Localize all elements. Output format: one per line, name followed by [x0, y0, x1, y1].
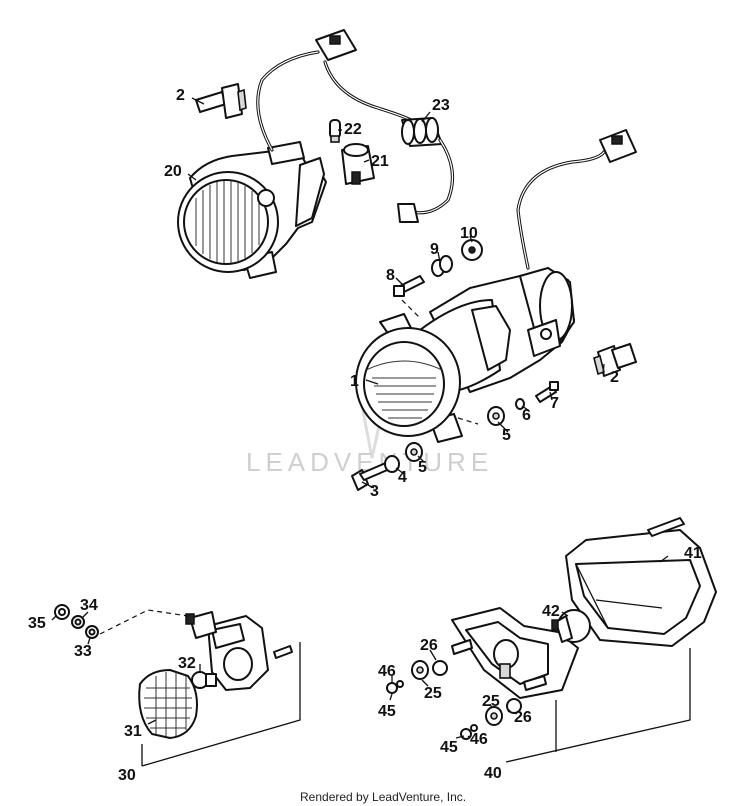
connector-plug-top-pin: [329, 35, 341, 45]
tail-light-stud-upper: [451, 639, 473, 655]
label-part-2: 2: [176, 87, 185, 104]
label-part-45-upper: 45: [378, 703, 396, 720]
label-part-2-right: 2: [610, 369, 619, 386]
leader-5-dashed: [457, 417, 479, 425]
label-part-34: 34: [80, 597, 98, 614]
spacer-26-upper: [432, 660, 448, 676]
wiring-harness-23: [323, 60, 455, 223]
label-part-5-upper: 5: [502, 427, 511, 444]
headlight-20-lens-pattern: [195, 181, 260, 263]
label-part-45-lower: 45: [440, 739, 458, 756]
harness-23-terminal: [397, 203, 419, 223]
washer-45-lower: [470, 724, 478, 732]
washer-33: [85, 625, 99, 639]
label-part-10: 10: [460, 225, 478, 242]
bracket-30: [141, 642, 301, 767]
connector-plug-top: [315, 29, 357, 61]
label-part-26-lower: 26: [514, 709, 532, 726]
headlight-1-lens-pattern: [365, 360, 443, 419]
headlight-20-lens: [183, 179, 269, 265]
spacer-26-lower: [506, 698, 522, 714]
bushing-5-upper: [487, 406, 505, 426]
part-labels: 2 20 22 21 23 10 9 8 1 2 7 6 5 5 4 3 34 …: [28, 87, 702, 784]
footer-caption: Rendered by LeadVenture, Inc.: [300, 790, 466, 804]
label-part-22: 22: [344, 121, 362, 138]
turn-signal-stem: [189, 611, 217, 639]
screw-7: [535, 381, 559, 403]
socket-21: [341, 143, 375, 185]
label-part-8: 8: [386, 267, 395, 284]
grommet-10: [461, 239, 483, 261]
label-part-25-lower: 25: [482, 693, 500, 710]
tail-light-stud-lower: [523, 675, 547, 691]
label-part-5-lower: 5: [418, 459, 427, 476]
label-part-46-lower: 46: [470, 731, 488, 748]
label-part-1: 1: [350, 373, 359, 390]
tail-light-screw: [647, 517, 685, 537]
label-part-42: 42: [542, 603, 560, 620]
label-part-20: 20: [164, 163, 182, 180]
leader-8-dashed: [401, 299, 421, 319]
turn-signal-30: [138, 611, 293, 739]
bolt-3: [351, 461, 393, 491]
headlight-20-adjuster: [257, 189, 275, 207]
headlight-20-mount-top: [267, 141, 305, 165]
washer-45-upper: [396, 680, 404, 688]
label-part-32: 32: [178, 655, 196, 672]
label-part-25-upper: 25: [424, 685, 442, 702]
bulb-22: [329, 119, 341, 143]
label-part-33: 33: [74, 643, 92, 660]
bulb-2-upper: [195, 83, 247, 119]
label-part-3: 3: [370, 483, 379, 500]
washer-34: [71, 615, 85, 629]
label-part-7: 7: [550, 395, 559, 412]
bulb-2-right: [593, 343, 637, 377]
leader-lines: [51, 97, 669, 739]
turn-signal-screw: [273, 645, 293, 659]
lens-31-texture: [144, 672, 192, 736]
spring-9: [431, 255, 453, 277]
headlight-20-bracket: [295, 157, 325, 227]
label-part-26-upper: 26: [420, 637, 438, 654]
label-part-31: 31: [124, 723, 142, 740]
wiring-harness-20: [256, 29, 357, 152]
bracket-40: [505, 648, 691, 763]
connector-plug-right: [599, 129, 637, 163]
label-part-4: 4: [398, 469, 407, 486]
label-part-35: 35: [28, 615, 46, 632]
tail-light-40: [451, 517, 717, 699]
adjuster-screw-8: [393, 275, 425, 297]
headlight-1-barrel-rib: [471, 305, 511, 371]
label-part-41: 41: [684, 545, 702, 562]
label-part-23: 23: [432, 97, 450, 114]
label-part-40: 40: [484, 765, 502, 782]
nut-46-upper: [386, 682, 398, 694]
headlight-20: [177, 141, 327, 279]
label-part-46-upper: 46: [378, 663, 396, 680]
label-part-6: 6: [522, 407, 531, 424]
label-part-21: 21: [371, 153, 389, 170]
label-part-9: 9: [430, 241, 439, 258]
nut-35: [54, 604, 70, 620]
label-part-30: 30: [118, 767, 136, 784]
headlight-1: [355, 129, 637, 443]
leader-33-dashed: [99, 609, 189, 635]
washer-4: [384, 455, 400, 473]
